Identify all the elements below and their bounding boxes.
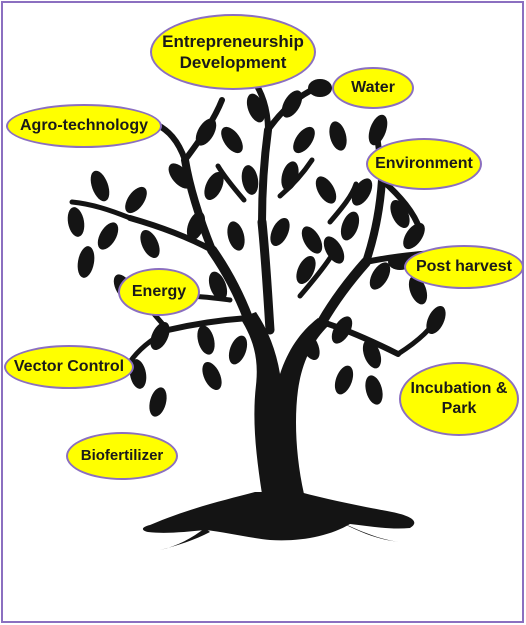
water-label: Water <box>332 67 414 109</box>
entrepreneurship-development-label: Entrepreneurship Development <box>150 14 316 90</box>
incubation-line-1: Incubation & <box>410 380 508 397</box>
biofertilizer-label: Biofertilizer <box>66 432 178 480</box>
post-harvest-label-text: Post harvest <box>415 258 513 275</box>
energy-label: Energy <box>118 268 200 316</box>
biofertilizer-label-text: Biofertilizer <box>80 446 164 464</box>
vector-control-label: Vector Control <box>4 345 134 389</box>
post-harvest-label: Post harvest <box>404 245 524 289</box>
incubation-line-2: Park <box>441 400 477 417</box>
agro-technology-label-text: Agro-technology <box>20 117 148 134</box>
tree-leaves <box>67 79 446 417</box>
environment-label: Environment <box>366 138 482 190</box>
entrepreneurship-label-text: Entrepreneurship Development <box>162 31 304 74</box>
energy-label-text: Energy <box>131 283 187 300</box>
tree-roots <box>142 492 415 550</box>
entrepreneurship-line-1: Entrepreneurship <box>162 31 304 51</box>
incubation-park-label: Incubation & Park <box>399 362 519 436</box>
vector-control-label-text: Vector Control <box>13 358 125 375</box>
incubation-label-text: Incubation & Park <box>411 379 508 419</box>
agro-technology-label: Agro-technology <box>6 104 162 148</box>
entrepreneurship-line-2: Development <box>179 53 287 72</box>
tree-trunk <box>240 312 328 494</box>
environment-label-text: Environment <box>375 155 473 172</box>
water-label-text: Water <box>351 79 395 96</box>
